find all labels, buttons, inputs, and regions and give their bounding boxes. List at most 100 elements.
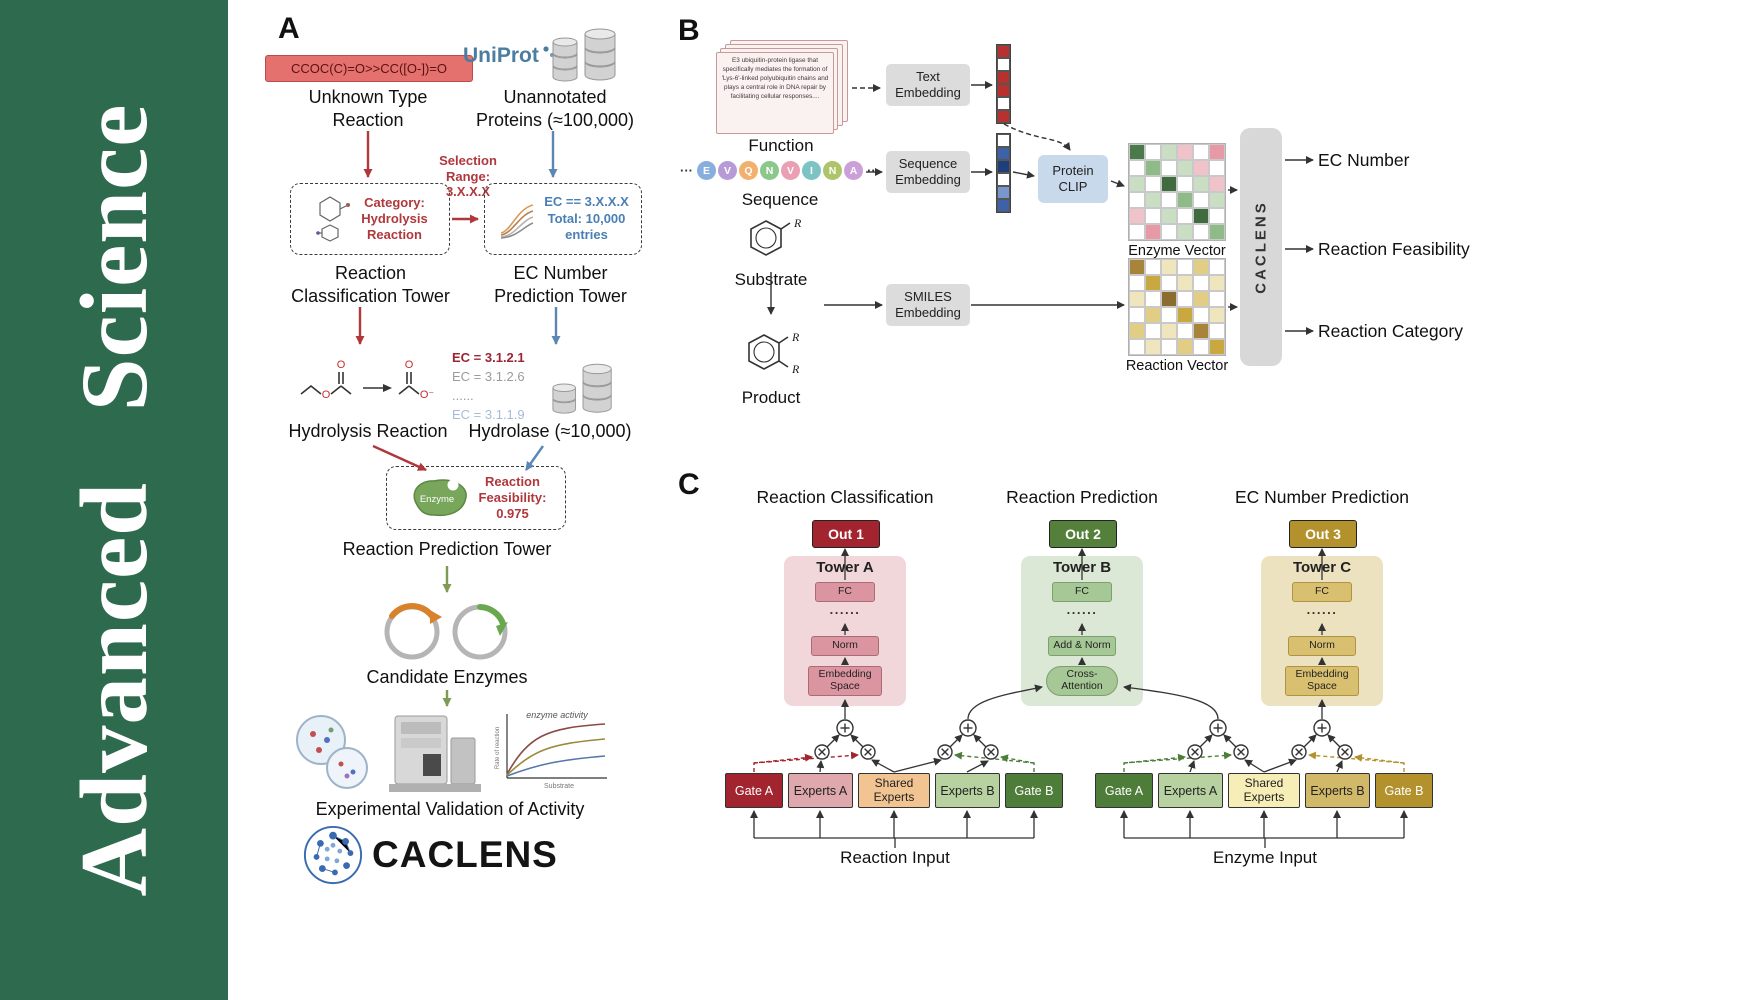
- svg-text:Substrate: Substrate: [544, 783, 574, 790]
- molecule-sketch-icon: [316, 196, 351, 242]
- sequence-label: Sequence: [741, 190, 819, 209]
- column-title-reaction-classification: Reaction Classification: [756, 487, 934, 507]
- output-reaction-feasibility: Reaction Feasibility: [1318, 239, 1470, 259]
- tower-b: Tower B FC ...... Add & Norm Cross- Atte…: [1021, 556, 1143, 706]
- experts-a-right-box: Experts A: [1158, 773, 1223, 808]
- hydrolase-label: Hydrolase (≈10,000): [468, 421, 632, 441]
- svg-text:O: O: [322, 389, 331, 401]
- journal-title: Advanced Science: [61, 103, 167, 897]
- sum-node: [1209, 719, 1227, 737]
- output-ec-number: EC Number: [1318, 150, 1410, 170]
- caclens-logo-icon: [303, 825, 363, 885]
- function-label: Function: [748, 136, 814, 155]
- gating-multiply-node: [860, 744, 876, 760]
- gating-multiply-node: [1233, 744, 1249, 760]
- caclens-model-text: CACLENS: [1252, 200, 1270, 294]
- enzyme-vector-label: Enzyme Vector: [1128, 243, 1226, 259]
- tower-c-dots: ......: [1306, 602, 1338, 617]
- gate-a-right-box: Gate A: [1095, 773, 1153, 808]
- tower-b-title: Tower B: [1052, 559, 1112, 576]
- sum-node: [1313, 719, 1331, 737]
- reaction-vector-label: Reaction Vector: [1125, 358, 1229, 374]
- reaction-input-label: Reaction Input: [840, 848, 950, 867]
- ec-list-item: EC = 3.1.2.1: [452, 350, 525, 365]
- column-title-ec-number-prediction: EC Number Prediction: [1234, 487, 1410, 507]
- tower-c-norm: Norm: [1288, 636, 1356, 656]
- gating-multiply-node: [814, 744, 830, 760]
- feasibility-text: Reaction Feasibility: 0.975: [478, 473, 547, 522]
- sum-node: [959, 719, 977, 737]
- activity-plot: enzyme activity Substrate Rate of reacti…: [495, 710, 607, 790]
- column-title-reaction-prediction: Reaction Prediction: [1006, 487, 1158, 507]
- hydrolysis-reaction-label: Hydrolysis Reaction: [288, 421, 448, 441]
- sequence-embedding-vector: [996, 133, 1011, 213]
- enzyme-icon: Enzyme: [413, 479, 467, 517]
- experimental-validation-label: Experimental Validation of Activity: [315, 799, 585, 819]
- sequence-embedding-box: Sequence Embedding: [886, 151, 970, 193]
- gate-a-left-box: Gate A: [725, 773, 783, 808]
- database-stack-icon: [552, 28, 616, 82]
- tower-b-dots: ......: [1066, 602, 1098, 617]
- svg-text:R: R: [791, 362, 800, 376]
- tower-a-title: Tower A: [816, 559, 874, 576]
- sequence-ellipsis: ···: [680, 163, 693, 178]
- ec-number-list: EC = 3.1.2.1 EC = 3.1.2.6 ...... EC = 3.…: [452, 349, 546, 424]
- protein-clip-box: Protein CLIP: [1038, 155, 1108, 203]
- ec-list-item: EC = 3.1.1.9: [452, 406, 525, 422]
- gate-b-right-box: Gate B: [1375, 773, 1433, 808]
- tower-a: Tower A FC ...... Norm Embedding Space: [784, 556, 906, 706]
- caclens-model-box: CACLENS: [1240, 128, 1282, 366]
- unknown-reaction-label: Unknown Type Reaction: [308, 87, 428, 131]
- experts-b-left-box: Experts B: [935, 773, 1000, 808]
- reaction-classification-box: Category: Hydrolysis Reaction: [290, 183, 450, 255]
- panel-c-label: C: [678, 468, 700, 501]
- tower-a-embedding-space: Embedding Space: [808, 666, 882, 696]
- text-embedding-vector: [996, 44, 1011, 124]
- uniprot-logo: UniProt: [463, 44, 559, 70]
- experts-a-left-box: Experts A: [788, 773, 853, 808]
- panel-b-label: B: [678, 14, 700, 47]
- svg-text:R: R: [791, 330, 800, 344]
- tower-c-fc: FC: [1292, 582, 1352, 602]
- function-cards: E3 ubiquitin-protein ligase that specifi…: [716, 40, 850, 136]
- feasibility-box: Enzyme Reaction Feasibility: 0.975: [386, 466, 566, 530]
- experts-b-right-box: Experts B: [1305, 773, 1370, 808]
- substrate-molecule-icon: R: [750, 216, 802, 256]
- enzyme-vector-matrix: [1128, 143, 1226, 241]
- tower-c-title: Tower C: [1292, 559, 1352, 576]
- sequence-ellipsis: ···: [867, 163, 880, 178]
- reaction-vector-matrix: [1128, 258, 1226, 356]
- gating-multiply-node: [937, 744, 953, 760]
- text-embedding-box: Text Embedding: [886, 64, 970, 106]
- gating-multiply-node: [983, 744, 999, 760]
- prediction-tower-label: Reaction Prediction Tower: [342, 539, 552, 559]
- category-text: Category: Hydrolysis Reaction: [361, 194, 428, 243]
- shared-experts-left-box: Shared Experts: [858, 773, 930, 808]
- product-label: Product: [741, 388, 801, 407]
- tower-a-dots: ......: [829, 602, 861, 617]
- hydrolysis-molecules-icon: O O O O⁻: [300, 359, 434, 401]
- tower-c: Tower C FC ...... Norm Embedding Space: [1261, 556, 1383, 706]
- svg-text:O: O: [405, 359, 414, 371]
- svg-text:Rate of reaction: Rate of reaction: [495, 727, 501, 769]
- unannotated-proteins-label: Unannotated Proteins (≈100,000): [476, 87, 634, 131]
- svg-text:Enzyme: Enzyme: [419, 494, 453, 505]
- classification-tower-label: Reaction Classification Tower: [291, 263, 450, 307]
- gating-multiply-node: [1337, 744, 1353, 760]
- shared-experts-right-box: Shared Experts: [1228, 773, 1300, 808]
- svg-text:enzyme activity: enzyme activity: [526, 710, 588, 720]
- ec-box-text: EC == 3.X.X.X Total: 10,000 entries: [544, 193, 629, 243]
- function-card-text: E3 ubiquitin-protein ligase that specifi…: [716, 52, 834, 134]
- uniprot-logo-text: UniProt: [463, 44, 539, 67]
- out-3-box: Out 3: [1289, 520, 1357, 548]
- gating-multiply-node: [1187, 744, 1203, 760]
- ec-list-item: ......: [452, 387, 474, 403]
- ec-prediction-box: EC == 3.X.X.X Total: 10,000 entries: [484, 183, 642, 255]
- ec-tower-label: EC Number Prediction Tower: [494, 263, 627, 307]
- smiles-reaction-box: CCOC(C)=O>>CC([O-])=O: [265, 55, 473, 82]
- selection-range-label: Selection Range: 3.X.X.X: [439, 153, 497, 200]
- svg-text:R: R: [793, 216, 802, 230]
- candidate-enzymes-label: Candidate Enzymes: [366, 667, 528, 687]
- caclens-brand-text: CACLENS: [372, 834, 558, 875]
